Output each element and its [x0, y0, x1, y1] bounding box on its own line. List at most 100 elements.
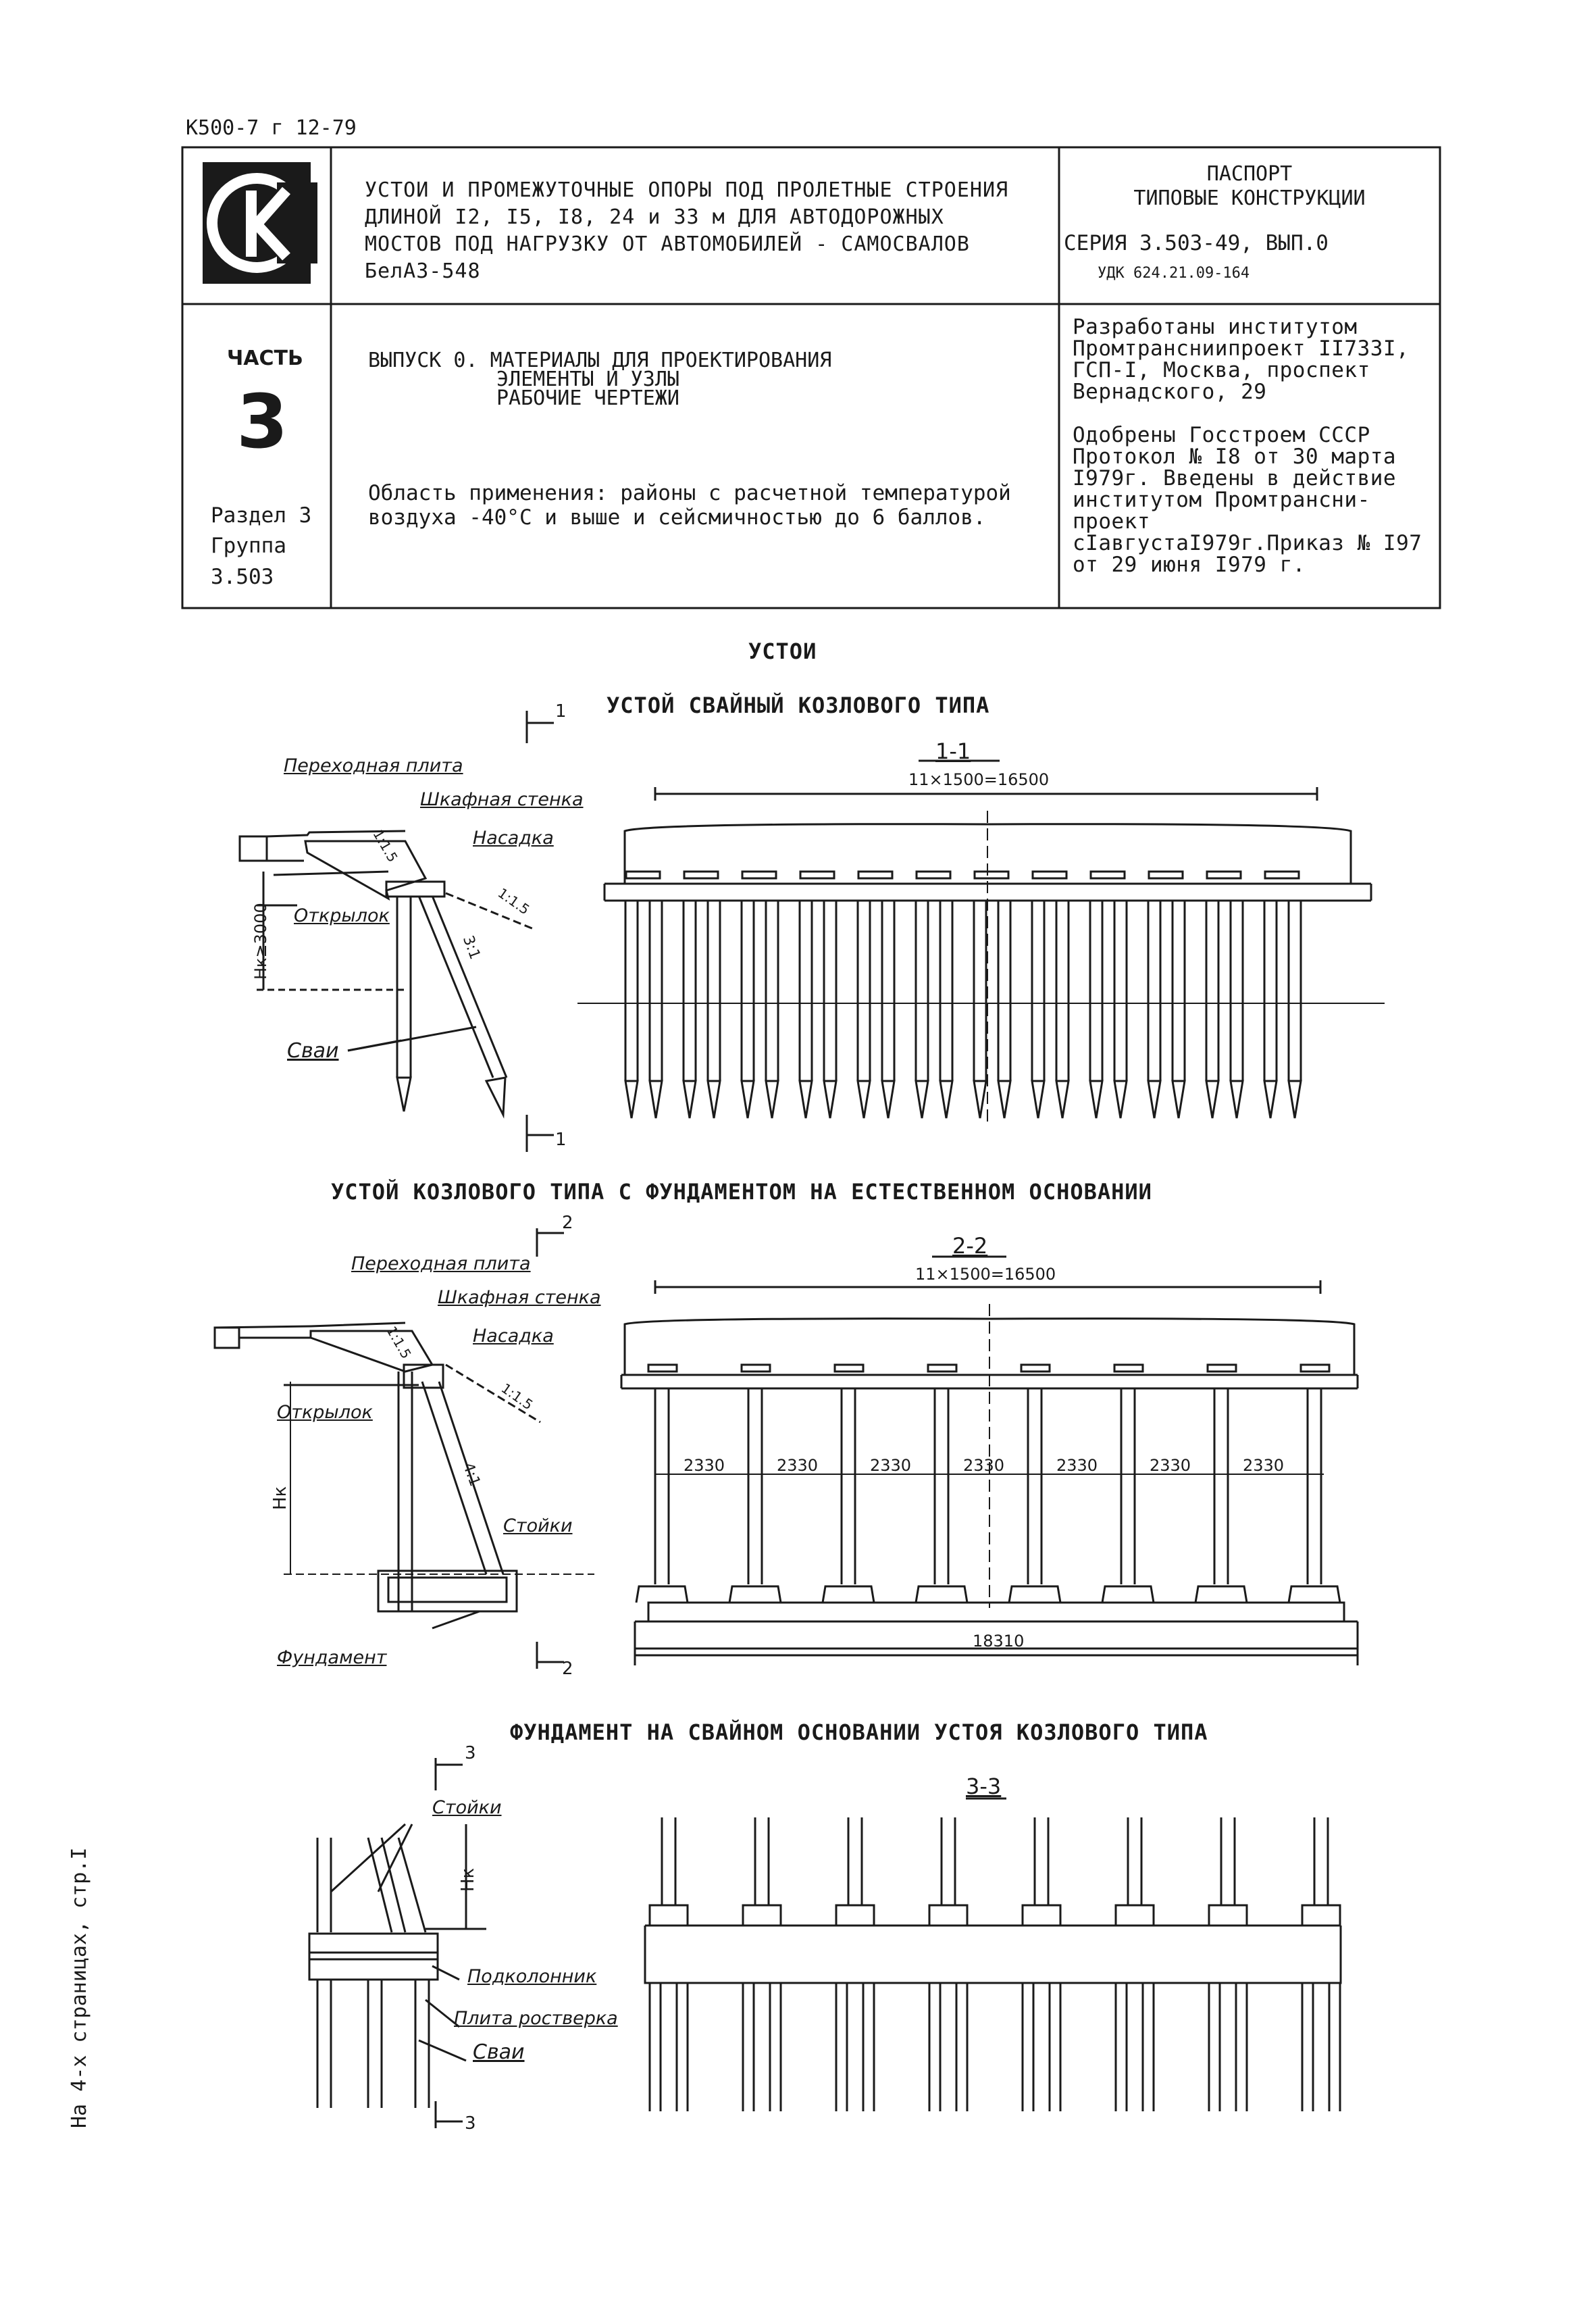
- pile: [706, 901, 721, 1119]
- approval-block: Одобрены Госстроем СССР Протокол № I8 от…: [1073, 424, 1422, 576]
- bearing-block: [1031, 870, 1068, 880]
- bearing-block: [1148, 870, 1184, 880]
- d2-label-back-wall: Шкафная стенка: [438, 1287, 601, 1308]
- pile: [1055, 901, 1070, 1119]
- approval-line: сIавгустаI979г.Приказ № I97: [1073, 531, 1422, 555]
- pile: [915, 901, 929, 1119]
- pile: [1205, 901, 1220, 1119]
- d2-label-foundation: Фундамент: [277, 1647, 387, 1668]
- pile: [1229, 901, 1244, 1119]
- d1-label-back-wall: Шкафная стенка: [420, 789, 584, 810]
- bearing-block: [740, 1363, 771, 1373]
- header-title-line: БелАЗ-548: [365, 259, 481, 283]
- d3-section-view: [644, 1797, 1342, 1984]
- d1-piles: [624, 870, 1302, 1119]
- column: [835, 1817, 875, 2111]
- section-label: Раздел 3: [211, 503, 312, 528]
- pile: [765, 901, 779, 1119]
- header-title-line: УСТОИ И ПРОМЕЖУТОЧНЫЕ ОПОРЫ ПОД ПРОЛЕТНЫ…: [365, 178, 1009, 202]
- pile: [823, 901, 838, 1119]
- developer-line: Промтрансниипроект II733I,: [1073, 336, 1410, 361]
- bay-dimension: 2330: [870, 1456, 912, 1475]
- pile: [682, 901, 697, 1119]
- approval-line: Одобрены Госстроем СССР: [1073, 423, 1370, 447]
- d2-cut-mark-bottom: 2: [562, 1659, 573, 1679]
- post: [1008, 1388, 1062, 1603]
- bearing-block: [1206, 870, 1242, 880]
- d2-label-posts: Стойки: [503, 1515, 573, 1536]
- section-title: УСТОИ: [748, 638, 817, 664]
- d1-cut-mark-bottom: 1: [555, 1130, 567, 1150]
- bay-dimension: 2330: [684, 1456, 725, 1475]
- post: [1101, 1388, 1155, 1603]
- bay-dimension: 2330: [963, 1456, 1005, 1475]
- developer-block: Разработаны институтом Промтрансниипроек…: [1073, 316, 1409, 403]
- logo-mark: [203, 162, 317, 284]
- d1-section-label: 1-1: [935, 738, 971, 764]
- bearing-block: [647, 1363, 678, 1373]
- d3-cut-mark-bottom: 3: [465, 2113, 476, 2134]
- d1-cut-mark-top: 1: [555, 701, 567, 722]
- d1-section-view: [577, 759, 1385, 1122]
- d3-columns: [648, 1817, 1341, 2111]
- post: [1194, 1388, 1248, 1603]
- pile: [939, 901, 954, 1119]
- column: [648, 1817, 689, 2111]
- post: [821, 1388, 875, 1603]
- d2-side-view: [213, 1228, 594, 1669]
- d3-section-label: 3-3: [966, 1774, 1002, 1799]
- pile: [1031, 901, 1046, 1119]
- header-title-line: МОСТОВ ПОД НАГРУЗКУ ОТ АВТОМОБИЛЕЙ - САМ…: [365, 232, 970, 256]
- d3-cut-mark-top: 3: [465, 1743, 476, 1763]
- d2-label-transition-slab: Переходная плита: [351, 1253, 531, 1274]
- d1-label-transition-slab: Переходная плита: [284, 755, 463, 776]
- d3-label-column-base: Подколонник: [467, 1966, 597, 1987]
- column: [1021, 1817, 1062, 2111]
- post: [915, 1388, 969, 1603]
- pile: [798, 901, 813, 1119]
- d3-height-dim: Hк: [458, 1867, 478, 1892]
- header-frame: [181, 146, 1441, 609]
- d2-section-view: [620, 1255, 1359, 1665]
- bearing-block: [683, 870, 719, 880]
- pile: [1171, 901, 1186, 1119]
- column: [928, 1817, 969, 2111]
- d2-label-wing: Открылок: [277, 1402, 373, 1423]
- approval-line: I979г. Введены в действие: [1073, 466, 1397, 491]
- d3-label-grillage: Плита ростверка: [454, 2008, 618, 2029]
- developer-line: ГСП-I, Москва, проспект: [1073, 358, 1370, 382]
- bearing-block: [1299, 1363, 1331, 1373]
- pile: [1089, 901, 1104, 1119]
- document-code: К500-7 г 12-79: [186, 116, 357, 140]
- bearing-block: [625, 870, 661, 880]
- pile: [740, 901, 755, 1119]
- bay-dimension: 2330: [1056, 1456, 1098, 1475]
- bearing-block: [927, 1363, 958, 1373]
- d1-label-wing: Открылок: [294, 905, 390, 926]
- d1-title: УСТОЙ СВАЙНЫЙ КОЗЛОВОГО ТИПА: [607, 693, 990, 718]
- group-number: 3.503: [211, 565, 274, 589]
- scope-line: Область применения: районы с расчетной т…: [368, 481, 1011, 505]
- header-title: УСТОИ И ПРОМЕЖУТОЧНЫЕ ОПОРЫ ПОД ПРОЛЕТНЫ…: [365, 177, 1008, 285]
- pile: [881, 901, 896, 1119]
- bearing-block: [973, 870, 1010, 880]
- bay-dimension: 2330: [777, 1456, 819, 1475]
- d2-span-dimension: 11×1500=16500: [915, 1265, 1056, 1284]
- issue-line: РАБОЧИЕ ЧЕРТЕЖИ: [496, 386, 679, 410]
- approval-line: институтом Промтрансни-: [1073, 488, 1370, 512]
- d2-height-dim: Hк: [270, 1486, 290, 1510]
- d2-title: УСТОЙ КОЗЛОВОГО ТИПА С ФУНДАМЕНТОМ НА ЕС…: [331, 1179, 1152, 1205]
- d2-posts: [635, 1363, 1341, 1603]
- column: [1301, 1817, 1341, 2111]
- post: [1287, 1388, 1341, 1603]
- scope-line: воздуха -40°С и выше и сейсмичностью до …: [368, 505, 986, 530]
- developer-line: Вернадского, 29: [1073, 380, 1267, 404]
- pile: [973, 901, 987, 1119]
- d1-height-dim: Hк≥3000: [251, 903, 270, 980]
- issue-block: ВЫПУСК 0. МАТЕРИАЛЫ ДЛЯ ПРОЕКТИРОВАНИЯ Э…: [368, 351, 831, 410]
- bay-dimension: 2330: [1243, 1456, 1285, 1475]
- column: [1208, 1817, 1248, 2111]
- d3-label-posts: Стойки: [432, 1797, 502, 1818]
- bearing-block: [741, 870, 777, 880]
- passport-title: ПАСПОРТ: [1206, 162, 1293, 186]
